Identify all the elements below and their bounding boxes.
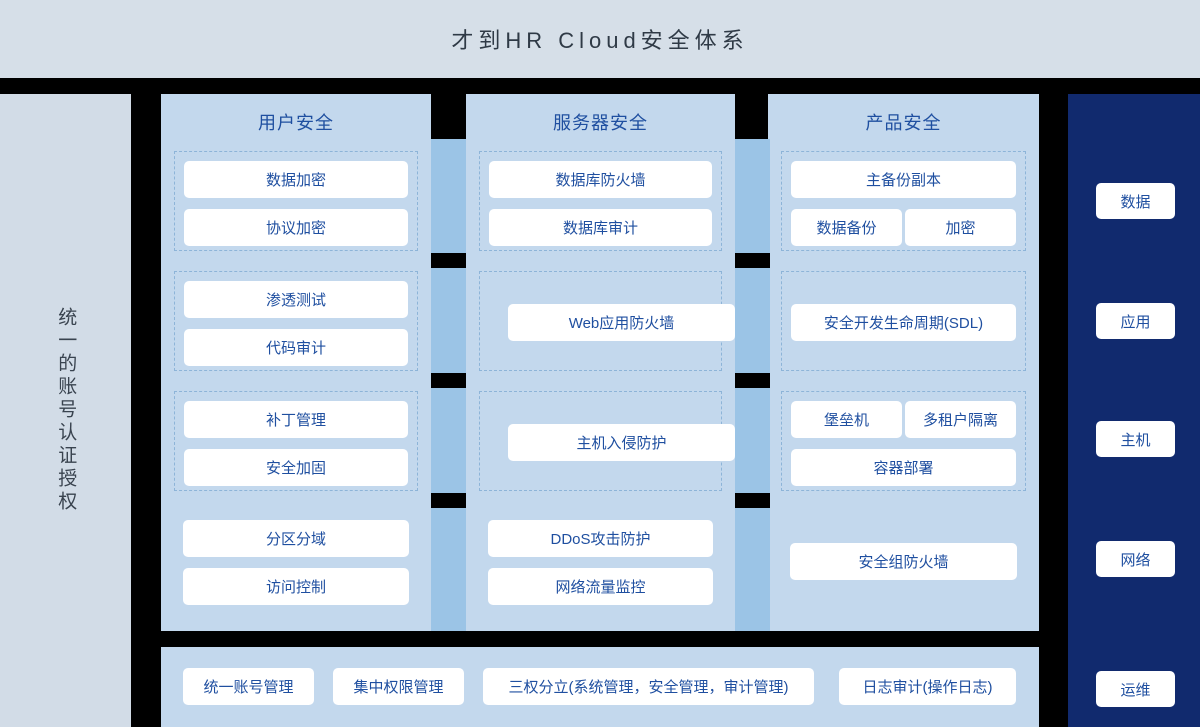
chip-server-security-1-0[interactable]: Web应用防火墙 <box>508 304 735 341</box>
chip-product-security-0-1[interactable]: 数据备份 <box>791 209 902 246</box>
chip-label: 代码审计 <box>265 340 326 357</box>
group-user-security-2: 补丁管理安全加固 <box>174 391 418 491</box>
bottom-chip-label: 三权分立(系统管理，安全管理，审计管理) <box>508 679 789 696</box>
chip-server-security-0-1[interactable]: 数据库审计 <box>489 209 712 246</box>
bottom-chip-label: 集中权限管理 <box>353 679 444 696</box>
chip-label: 分区分域 <box>265 531 326 548</box>
chip-user-security-3-0[interactable]: 分区分域 <box>183 520 409 557</box>
rail-pill-label: 主机 <box>1120 431 1151 449</box>
chip-label: 访问控制 <box>265 579 326 596</box>
chip-server-security-2-0[interactable]: 主机入侵防护 <box>508 424 735 461</box>
chip-label: 补丁管理 <box>265 412 326 429</box>
chip-user-security-1-0[interactable]: 渗透测试 <box>184 281 408 318</box>
chip-label: 安全加固 <box>265 460 326 477</box>
column-title-server-security: 服务器安全 <box>553 113 648 133</box>
chip-user-security-3-1[interactable]: 访问控制 <box>183 568 409 605</box>
group-user-security-3: 分区分域访问控制 <box>174 511 418 611</box>
page-header: 才到HR Cloud安全体系 <box>0 0 1200 78</box>
band-gap-2 <box>431 493 466 508</box>
connector-band-left <box>431 139 466 631</box>
bottom-chip-2[interactable]: 三权分立(系统管理，安全管理，审计管理) <box>483 668 814 705</box>
column-product-security: 产品安全主备份副本数据备份 加密安全开发生命周期(SDL) 堡垒机 多租户隔离容器部署… <box>768 94 1039 631</box>
chip-product-security-0-2[interactable]: 加密 <box>905 209 1016 246</box>
chip-server-security-3-1[interactable]: 网络流量监控 <box>488 568 713 605</box>
chip-label: 多租户隔离 <box>922 412 998 429</box>
chip-label: 安全开发生命周期(SDL) <box>823 315 984 332</box>
group-user-security-0: 数据加密协议加密 <box>174 151 418 251</box>
column-title-product-security: 产品安全 <box>865 113 942 133</box>
chip-label: 加密 <box>945 220 976 237</box>
group-product-security-2: 堡垒机 多租户隔离容器部署 <box>781 391 1026 491</box>
chip-user-security-1-1[interactable]: 代码审计 <box>184 329 408 366</box>
rail-pill-0[interactable]: 数据 <box>1096 183 1175 219</box>
chip-server-security-3-0[interactable]: DDoS攻击防护 <box>488 520 713 557</box>
rail-pill-2[interactable]: 主机 <box>1096 421 1175 457</box>
chip-label: 数据备份 <box>816 220 877 237</box>
chip-server-security-0-0[interactable]: 数据库防火墙 <box>489 161 712 198</box>
rail-pill-label: 网络 <box>1120 551 1151 569</box>
left-rail-unified-auth: 统一的账号认证授权 <box>0 94 131 727</box>
chip-product-security-1-0[interactable]: 安全开发生命周期(SDL) <box>791 304 1016 341</box>
group-product-security-1: 安全开发生命周期(SDL) <box>781 271 1026 371</box>
chip-user-security-0-1[interactable]: 协议加密 <box>184 209 408 246</box>
group-product-security-3: 安全组防火墙 <box>781 511 1026 611</box>
chip-product-security-3-0[interactable]: 安全组防火墙 <box>790 543 1017 580</box>
bottom-chip-label: 统一账号管理 <box>203 679 294 696</box>
right-rail-layers: 数据应用主机网络运维 <box>1068 94 1200 727</box>
rail-pill-label: 数据 <box>1120 193 1151 211</box>
chip-label: 协议加密 <box>265 220 326 237</box>
chip-product-security-2-2[interactable]: 容器部署 <box>791 449 1016 486</box>
rail-pill-4[interactable]: 运维 <box>1096 671 1175 707</box>
group-server-security-0: 数据库防火墙数据库审计 <box>479 151 722 251</box>
band-gap-1 <box>735 373 770 388</box>
rail-pill-1[interactable]: 应用 <box>1096 303 1175 339</box>
column-server-security: 服务器安全数据库防火墙数据库审计 Web应用防火墙主机入侵防护 DDoS攻击防护网络… <box>466 94 735 631</box>
band-gap-2 <box>735 493 770 508</box>
chip-label: 容器部署 <box>873 460 934 477</box>
chip-label: DDoS攻击防护 <box>550 531 651 548</box>
chip-label: 数据库审计 <box>562 220 638 237</box>
rail-pill-label: 运维 <box>1120 681 1151 699</box>
chip-label: 安全组防火墙 <box>858 554 949 571</box>
chip-label: 堡垒机 <box>823 412 869 429</box>
bottom-chip-0[interactable]: 统一账号管理 <box>183 668 314 705</box>
bottom-chip-1[interactable]: 集中权限管理 <box>333 668 464 705</box>
chip-label: 网络流量监控 <box>555 579 646 596</box>
group-server-security-3: DDoS攻击防护网络流量监控 <box>479 511 722 611</box>
chip-label: 数据加密 <box>265 172 326 189</box>
left-rail-label: 统一的账号认证授权 <box>55 307 77 514</box>
bottom-bar-governance: 统一账号管理 集中权限管理 三权分立(系统管理，安全管理，审计管理) 日志审计(操作日… <box>161 647 1039 727</box>
bottom-chip-3[interactable]: 日志审计(操作日志) <box>839 668 1016 705</box>
rail-pill-3[interactable]: 网络 <box>1096 541 1175 577</box>
group-user-security-1: 渗透测试代码审计 <box>174 271 418 371</box>
chip-product-security-0-0[interactable]: 主备份副本 <box>791 161 1016 198</box>
chip-label: 主备份副本 <box>865 172 941 189</box>
group-server-security-1: Web应用防火墙 <box>479 271 735 371</box>
chip-label: 数据库防火墙 <box>555 172 646 189</box>
chip-user-security-0-0[interactable]: 数据加密 <box>184 161 408 198</box>
band-gap-1 <box>431 373 466 388</box>
band-gap-0 <box>431 253 466 268</box>
group-product-security-0: 主备份副本数据备份 加密 <box>781 151 1026 251</box>
connector-band-right <box>735 139 770 631</box>
column-user-security: 用户安全数据加密协议加密渗透测试代码审计补丁管理安全加固分区分域访问控制 <box>161 94 431 631</box>
chip-label: 主机入侵防护 <box>576 435 667 452</box>
bottom-chip-label: 日志审计(操作日志) <box>862 679 993 696</box>
group-server-security-2: 主机入侵防护 <box>479 391 735 491</box>
chip-label: Web应用防火墙 <box>568 315 675 332</box>
chip-product-security-2-1[interactable]: 多租户隔离 <box>905 401 1016 438</box>
page-title: 才到HR Cloud安全体系 <box>451 28 749 53</box>
chip-product-security-2-0[interactable]: 堡垒机 <box>791 401 902 438</box>
column-title-user-security: 用户安全 <box>258 113 334 133</box>
chip-user-security-2-0[interactable]: 补丁管理 <box>184 401 408 438</box>
chip-label: 渗透测试 <box>265 292 326 309</box>
chip-user-security-2-1[interactable]: 安全加固 <box>184 449 408 486</box>
rail-pill-label: 应用 <box>1120 313 1151 331</box>
band-gap-0 <box>735 253 770 268</box>
